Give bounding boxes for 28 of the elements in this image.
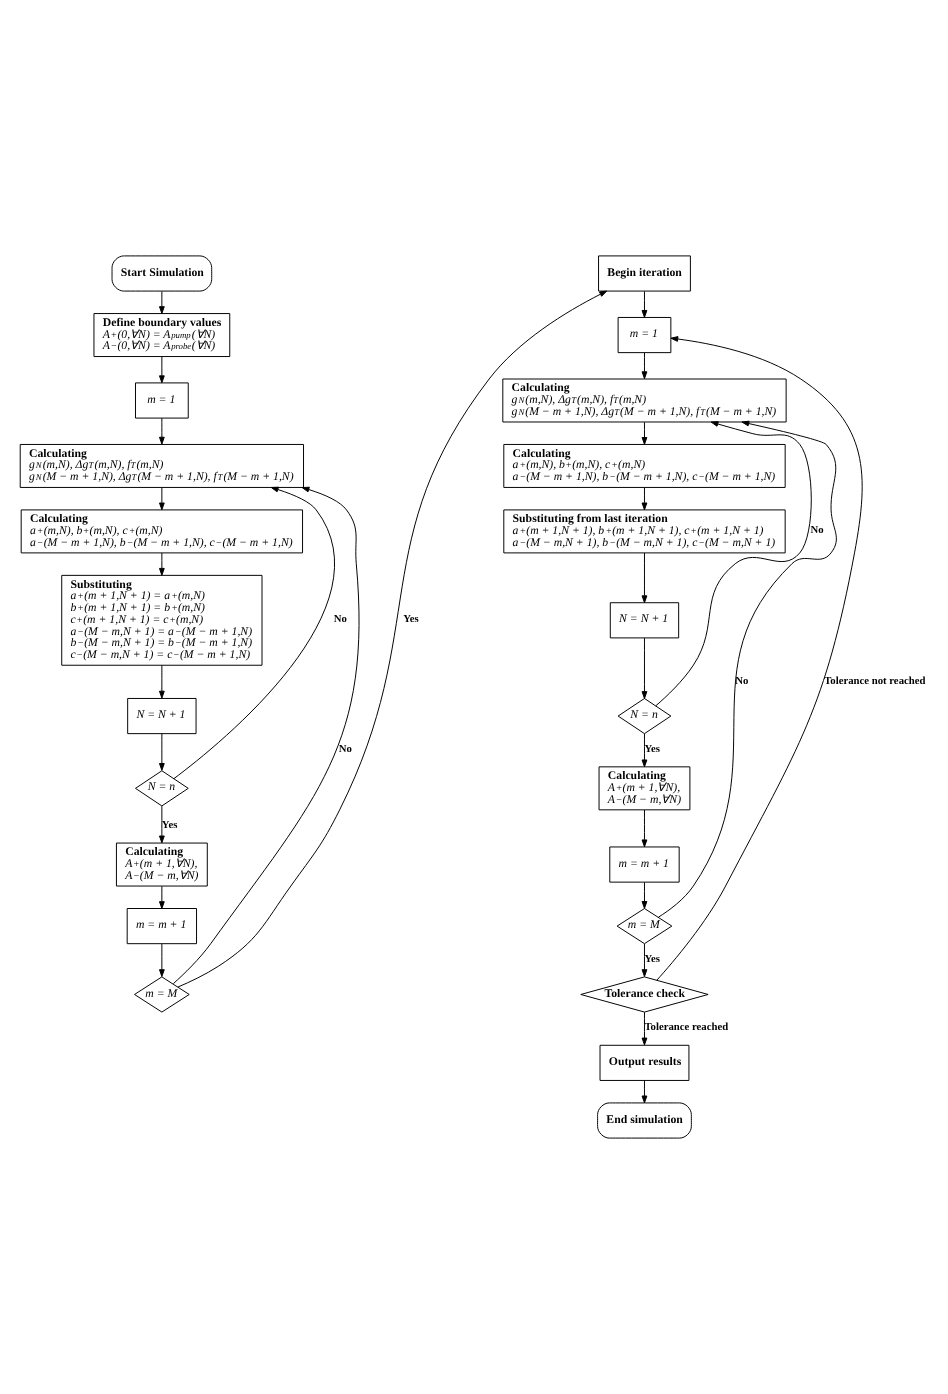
arrow <box>172 486 360 985</box>
arrow <box>159 733 165 771</box>
arrow <box>641 1011 648 1046</box>
arrow <box>177 290 608 988</box>
arrow <box>641 421 648 445</box>
arrow <box>159 552 165 576</box>
arrow <box>641 352 648 380</box>
arrow <box>641 552 648 604</box>
arrow <box>173 486 336 780</box>
arrow <box>656 336 863 981</box>
arrow <box>641 733 648 768</box>
arrow <box>641 1080 648 1104</box>
arrow <box>657 420 837 918</box>
arrow <box>159 290 165 314</box>
arrow <box>159 885 165 909</box>
arrow <box>655 421 812 707</box>
arrow <box>159 356 165 384</box>
arrow <box>641 487 648 511</box>
arrow <box>641 637 648 699</box>
arrow <box>641 809 648 848</box>
arrow <box>641 881 648 909</box>
arrow <box>159 487 165 511</box>
arrow <box>159 417 165 445</box>
arrow <box>641 943 648 977</box>
arrow <box>159 664 165 699</box>
arrow <box>641 290 648 318</box>
arrow <box>159 943 165 977</box>
arrow <box>159 805 165 844</box>
